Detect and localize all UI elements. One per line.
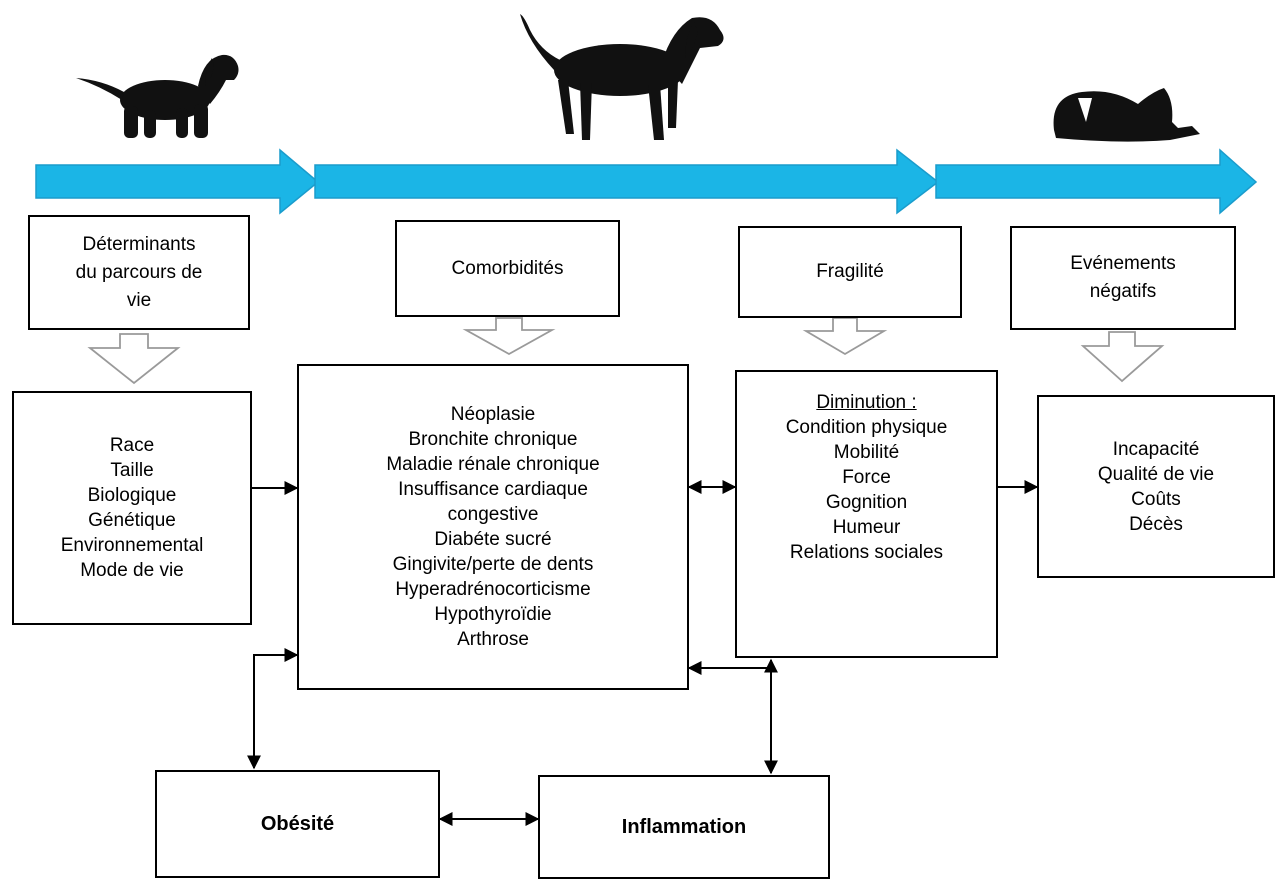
comorbidities-list-box: Néoplasie Bronchite chronique Maladie ré…	[297, 364, 689, 690]
frailty-item: Mobilité	[833, 442, 900, 463]
connectors	[247, 480, 1039, 826]
comorbidities-header-box: Comorbidités	[395, 220, 620, 317]
negative-event-item: Qualité de vie	[1097, 463, 1215, 485]
determinant-item: Génétique	[88, 510, 176, 531]
frailty-header-line: Fragilité	[816, 261, 884, 282]
determinant-item: Environnemental	[60, 535, 204, 556]
obesity-label: Obésité	[260, 812, 335, 835]
determinant-item: Taille	[110, 460, 154, 481]
obesity-box: Obésité	[155, 770, 440, 878]
negative-event-item: Décès	[1129, 513, 1183, 535]
determinant-item: Biologique	[87, 485, 177, 506]
determinants-header-line: Déterminants	[82, 233, 196, 255]
comorbidity-item: Insuffisance cardiaque	[398, 479, 588, 500]
hollow-arrow-negative-events	[1080, 331, 1165, 383]
frailty-item: Gognition	[825, 492, 908, 513]
determinants-list-box: Race Taille Biologique Génétique Environ…	[12, 391, 252, 625]
inflammation-label: Inflammation	[621, 815, 747, 838]
comorbidities-header-line: Comorbidités	[451, 257, 564, 279]
timeline-arrow-senior	[935, 148, 1258, 215]
comorbidity-item: Hypothyroïdie	[434, 604, 552, 625]
determinant-item: Race	[109, 435, 155, 456]
negative-events-list-box: Incapacité Qualité de vie Coûts Décès	[1037, 395, 1275, 578]
negative-event-item: Incapacité	[1112, 438, 1200, 460]
inflammation-box: Inflammation	[538, 775, 830, 879]
hollow-arrow-determinants	[87, 333, 181, 385]
frailty-list-heading: Diminution :	[816, 392, 917, 413]
comorbidity-item: Arthrose	[457, 629, 529, 650]
frailty-item: Relations sociales	[789, 542, 944, 563]
hollow-arrow-frailty	[802, 317, 888, 356]
timeline-arrow-adult	[314, 148, 940, 215]
negative-events-header-box: Evénements négatifs	[1010, 226, 1236, 330]
puppy-icon	[76, 54, 239, 138]
timeline	[35, 148, 1258, 215]
hollow-arrows	[87, 317, 1165, 385]
frailty-list-box: Diminution : Condition physique Mobilité…	[735, 370, 998, 658]
comorbidity-item: Gingivite/perte de dents	[392, 554, 594, 575]
adult-dog-icon	[520, 14, 724, 140]
comorbidity-item: Néoplasie	[450, 404, 536, 425]
timeline-arrow-puppy	[35, 148, 320, 215]
negative-event-item: Coûts	[1131, 488, 1181, 510]
frailty-item: Humeur	[832, 517, 901, 538]
determinants-header-box: Déterminants du parcours de vie	[28, 215, 250, 330]
comorbidity-item: Diabéte sucré	[434, 529, 552, 550]
comorbidity-item: Hyperadrénocorticisme	[395, 579, 591, 600]
hollow-arrow-comorbidities	[462, 317, 556, 356]
determinants-header-line: vie	[126, 289, 152, 311]
senior-dog-icon	[1053, 88, 1200, 142]
determinants-header-line: du parcours de	[75, 261, 203, 283]
comorbidity-item: congestive	[447, 504, 539, 525]
determinant-item: Mode de vie	[80, 560, 184, 581]
comorbidity-item: Maladie rénale chronique	[386, 454, 600, 475]
frailty-header-box: Fragilité	[738, 226, 962, 318]
negative-events-header-line: négatifs	[1089, 281, 1157, 302]
frailty-item: Force	[842, 467, 891, 488]
arrow-comorbidities-obesity	[247, 648, 299, 770]
comorbidity-item: Bronchite chronique	[408, 429, 578, 450]
frailty-item: Condition physique	[785, 417, 948, 438]
negative-events-header-line: Evénements	[1070, 253, 1176, 274]
